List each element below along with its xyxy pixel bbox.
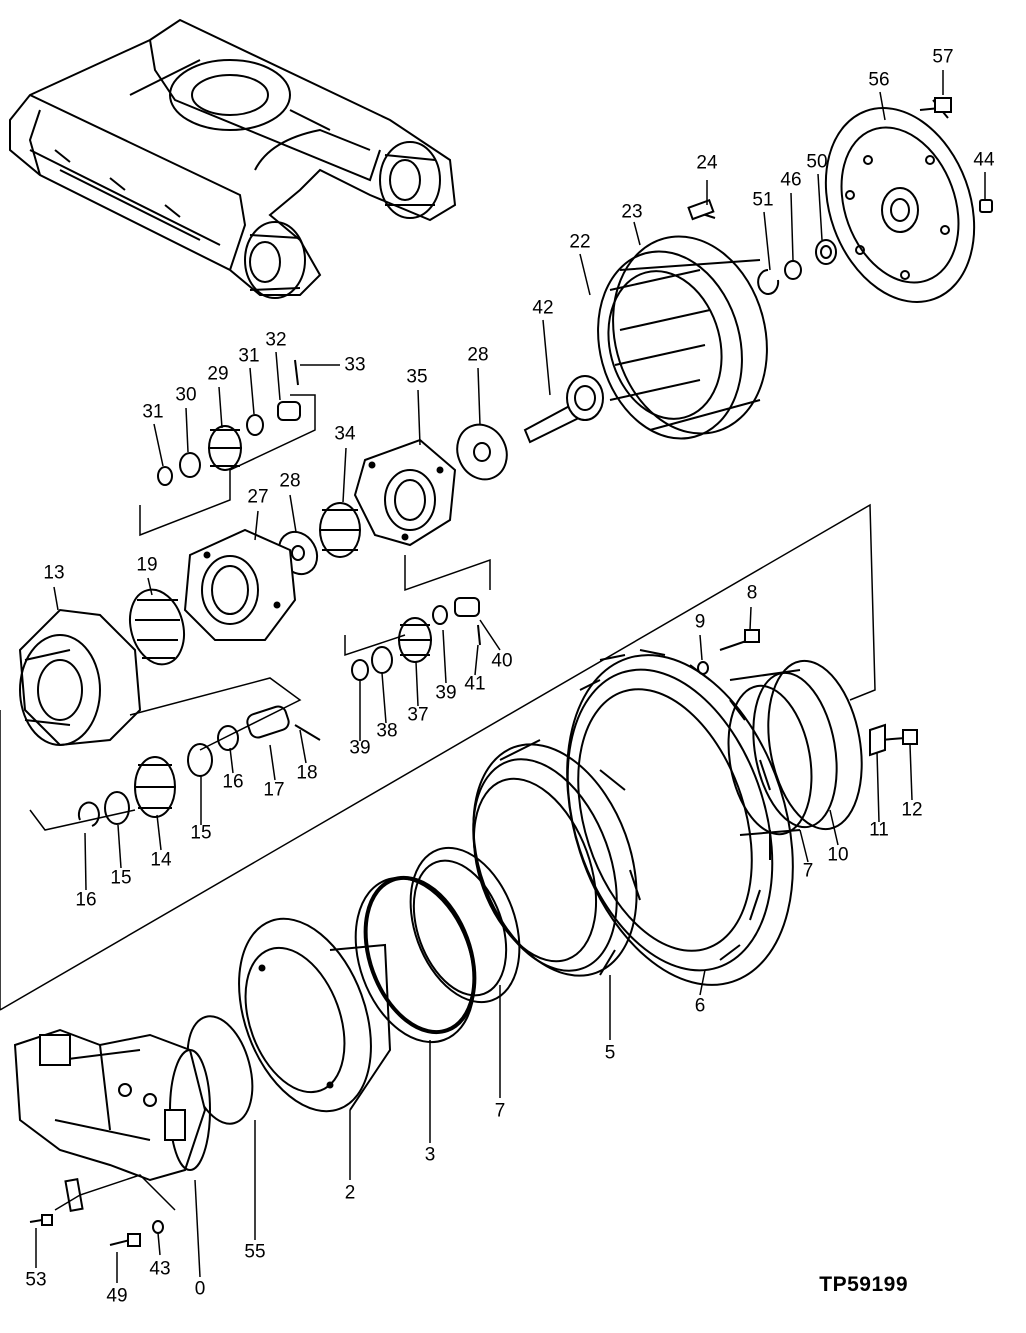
callout-49: 49 — [106, 1285, 128, 1307]
bearing-50 — [815, 239, 837, 265]
callout-41: 41 — [464, 673, 486, 695]
callout-7-left: 7 — [494, 1100, 506, 1122]
callout-24: 24 — [696, 152, 718, 174]
ring-5 — [472, 739, 641, 977]
callout-31-lower: 31 — [142, 401, 164, 423]
callout-7-right: 7 — [802, 860, 814, 882]
callout-0: 0 — [194, 1278, 206, 1300]
callout-53: 53 — [25, 1269, 47, 1291]
callout-43: 43 — [149, 1258, 171, 1280]
callout-39-right: 39 — [435, 682, 457, 704]
planet-set-upper — [139, 359, 316, 537]
callout-42: 42 — [532, 297, 554, 319]
callout-31-upper: 31 — [238, 345, 260, 367]
callout-8: 8 — [746, 582, 758, 604]
callout-28-mid: 28 — [279, 470, 301, 492]
carrier-27 — [183, 528, 297, 641]
hub-10 — [697, 629, 918, 836]
sprocket-6 — [566, 649, 794, 986]
callout-39-left: 39 — [349, 737, 371, 759]
callout-14: 14 — [150, 849, 172, 871]
sun-gear-19 — [129, 588, 185, 666]
callout-18: 18 — [296, 762, 318, 784]
callout-9: 9 — [694, 611, 706, 633]
housing-2 — [238, 917, 392, 1113]
callout-44: 44 — [973, 149, 995, 171]
shaft-42 — [523, 375, 604, 444]
callout-15-left: 15 — [110, 867, 132, 889]
hub-13 — [18, 608, 142, 747]
sprocket-left-detail — [244, 221, 306, 299]
figure-reference-code: TP59199 — [819, 1273, 908, 1296]
seal-3 — [354, 875, 477, 1044]
callout-32: 32 — [265, 329, 287, 351]
callout-35: 35 — [406, 366, 428, 388]
ring-gear-drawing — [597, 198, 768, 440]
callout-16-right: 16 — [222, 771, 244, 793]
callout-13: 13 — [43, 562, 65, 584]
callout-27: 27 — [247, 486, 269, 508]
callout-11: 11 — [869, 819, 889, 841]
callout-5: 5 — [604, 1042, 616, 1064]
callout-12: 12 — [901, 799, 923, 821]
thrust-washer-28-top — [456, 423, 508, 481]
callout-10: 10 — [827, 844, 849, 866]
callout-30: 30 — [175, 384, 197, 406]
callout-16-left: 16 — [75, 889, 97, 911]
carrier-35 — [353, 438, 457, 547]
sprocket-right-detail — [379, 141, 441, 219]
planet-set-lower — [29, 677, 321, 831]
callout-55: 55 — [244, 1241, 266, 1263]
callout-2: 2 — [344, 1182, 356, 1204]
leader-lines — [35, 70, 986, 1283]
callout-56: 56 — [868, 69, 890, 91]
callout-17: 17 — [263, 779, 285, 801]
cover-plate-drawing — [824, 97, 993, 303]
callout-50: 50 — [806, 151, 828, 173]
planet-set-middle — [344, 555, 491, 681]
assembly-guide-line — [0, 503, 876, 1011]
seal-7 — [409, 846, 521, 1004]
callout-28-top: 28 — [467, 344, 489, 366]
callout-34: 34 — [334, 423, 356, 445]
callout-15-right: 15 — [190, 822, 212, 844]
callout-51: 51 — [752, 189, 774, 211]
nut-46 — [784, 260, 802, 280]
callout-23: 23 — [621, 201, 643, 223]
travel-motor-0 — [13, 1028, 211, 1247]
callout-19: 19 — [136, 554, 158, 576]
callout-37: 37 — [407, 704, 429, 726]
callout-22: 22 — [569, 231, 591, 253]
callout-3: 3 — [424, 1144, 436, 1166]
callout-40: 40 — [491, 650, 513, 672]
callout-38: 38 — [376, 720, 398, 742]
track-frame-drawing — [9, 18, 457, 299]
callout-6: 6 — [694, 995, 706, 1017]
callout-57: 57 — [932, 46, 954, 68]
gear-34 — [319, 502, 361, 558]
callout-33: 33 — [344, 354, 366, 376]
callout-29: 29 — [207, 363, 229, 385]
callout-46: 46 — [780, 169, 802, 191]
snap-ring-51 — [757, 269, 780, 295]
